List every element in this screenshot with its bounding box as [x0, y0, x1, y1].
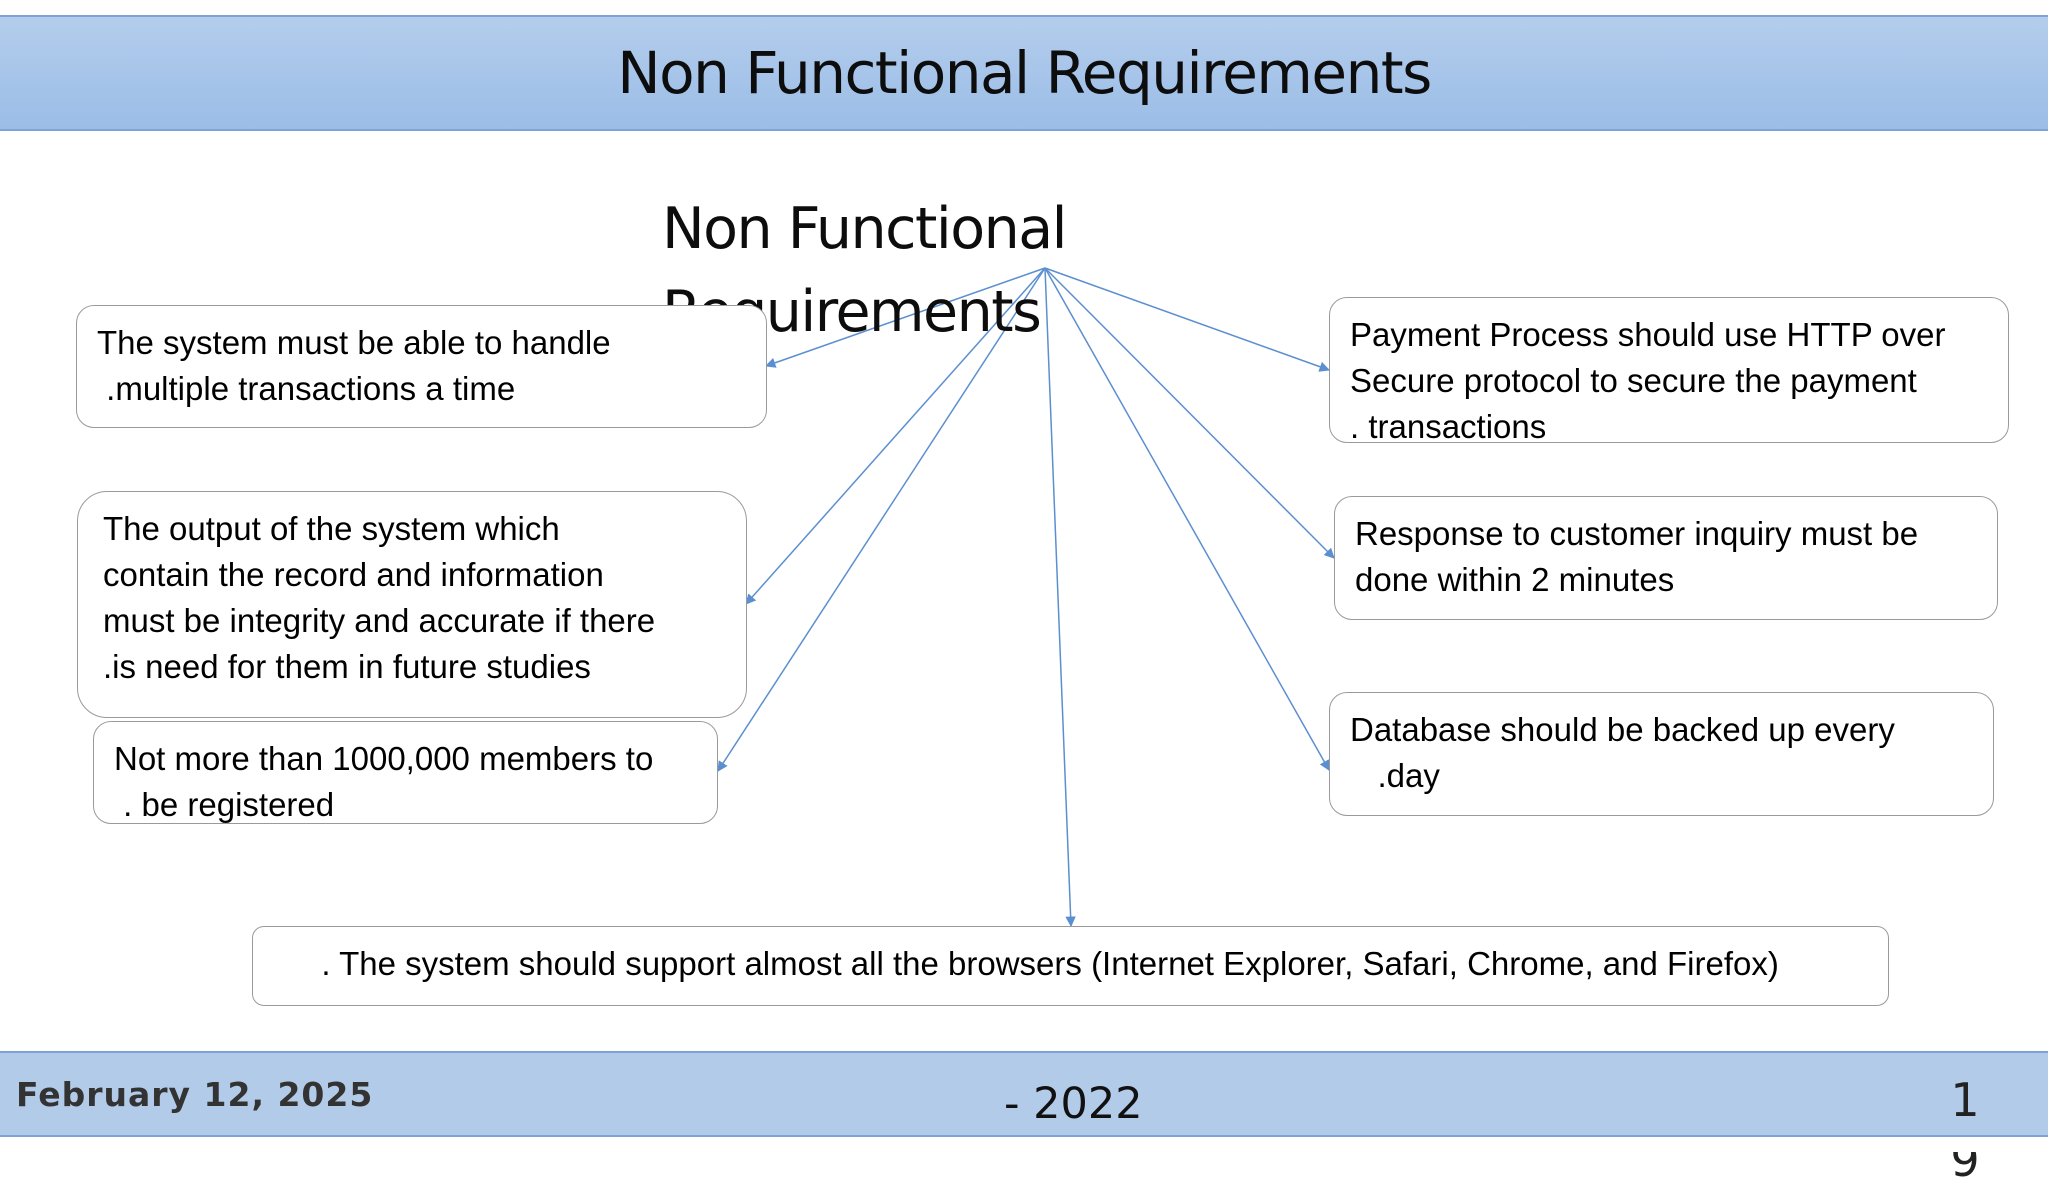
requirement-box-backup: Database should be backed up every .day	[1329, 692, 1994, 816]
footer-bar: February 12, 2025 - 2022 19	[0, 1051, 2048, 1187]
connector-line-2	[745, 267, 1046, 605]
connector-lines	[717, 267, 1335, 928]
footer-year: - 2022	[1004, 1079, 1143, 1129]
connector-line-4	[1044, 267, 1330, 372]
requirement-text: Payment Process should use HTTP over Sec…	[1350, 316, 1946, 445]
slide-title: Non Functional Requirements	[617, 39, 1432, 107]
requirement-box-integrity: The output of the system which contain t…	[77, 491, 747, 718]
requirement-text: Not more than 1000,000 members to . be r…	[114, 740, 654, 823]
requirement-text: The system must be able to handle .multi…	[97, 324, 611, 407]
requirement-box-payment: Payment Process should use HTTP over Sec…	[1329, 297, 2009, 445]
title-banner: Non Functional Requirements	[0, 15, 2048, 131]
central-node-line-1: Non Functional	[662, 196, 1067, 262]
requirement-text: Response to customer inquiry must be don…	[1355, 515, 1919, 598]
requirement-box-browsers: . The system should support almost all t…	[252, 926, 1889, 1006]
connector-line-6	[1044, 267, 1330, 771]
bottom-margin	[0, 1137, 2048, 1152]
connector-line-3	[717, 267, 1046, 772]
slide-number: 19	[1950, 1073, 1980, 1187]
requirement-box-response-time: Response to customer inquiry must be don…	[1334, 496, 1998, 620]
footer-date: February 12, 2025	[16, 1075, 374, 1114]
connector-line-7	[1044, 267, 1076, 928]
requirement-box-transactions: The system must be able to handle .multi…	[76, 305, 767, 428]
connector-line-1	[765, 267, 1046, 368]
requirement-box-members: Not more than 1000,000 members to . be r…	[93, 721, 718, 824]
connector-line-5	[1044, 267, 1335, 559]
requirement-text: Database should be backed up every .day	[1350, 711, 1895, 794]
requirement-text: The output of the system which contain t…	[103, 510, 656, 685]
requirement-text: . The system should support almost all t…	[303, 945, 1779, 982]
